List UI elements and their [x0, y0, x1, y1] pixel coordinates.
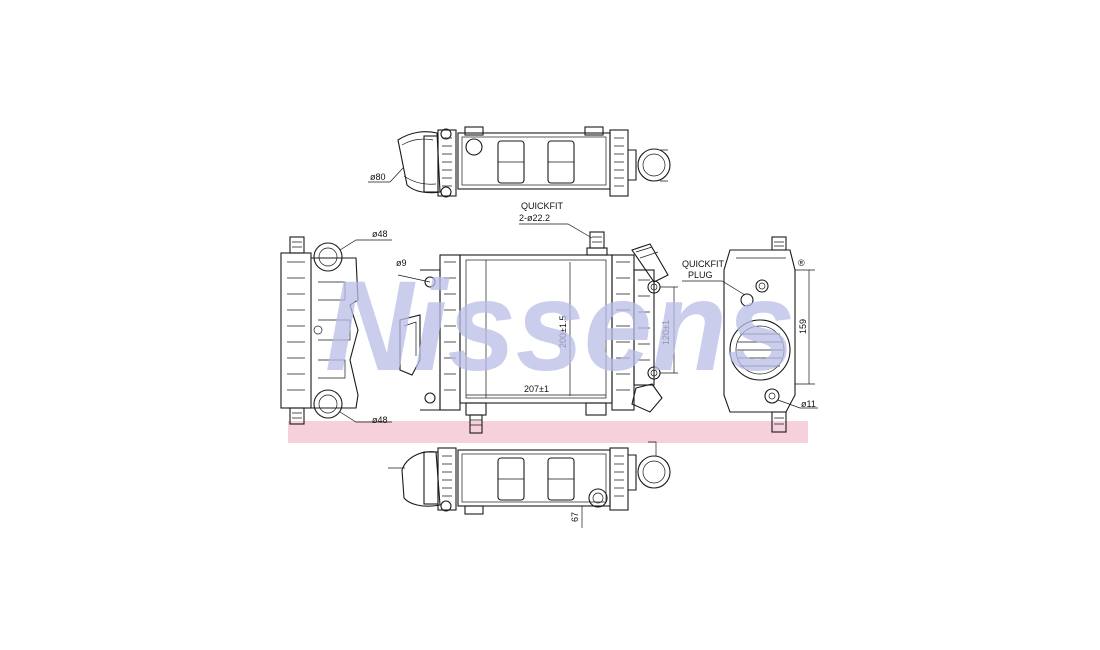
left-top-port-label: ø48: [372, 229, 388, 239]
bracket-hole-label: ø9: [396, 258, 407, 268]
front-view: ø9 120±1 200±1.5: [396, 201, 678, 434]
left-end-view: ø48 ø48: [280, 229, 392, 425]
plug-title-label: QUICKFIT: [682, 259, 725, 269]
core-width-label: 207±1: [524, 384, 549, 394]
watermark-band: [288, 421, 808, 443]
brand-watermark: Nissens: [325, 255, 795, 398]
trademark-symbol: ®: [798, 258, 805, 268]
inlet-diameter-label: ø80: [370, 172, 386, 182]
core-height-label: 200±1.5: [558, 316, 568, 348]
top-view: ø80: [368, 126, 671, 198]
port-spacing-label: 120±1: [661, 320, 671, 345]
right-end-view: QUICKFIT PLUG 159 ø11: [682, 236, 818, 433]
side-height-label: 159: [798, 319, 808, 334]
quickfit-title-label: QUICKFIT: [521, 201, 564, 211]
left-bottom-port-label: ø48: [372, 415, 388, 425]
side-hole-label: ø11: [801, 399, 816, 409]
quickfit-spec-label: 2-ø22.2: [519, 213, 550, 223]
bottom-depth-label: 67: [570, 512, 580, 522]
bottom-view: 67: [388, 441, 671, 528]
plug-subtitle-label: PLUG: [688, 270, 713, 280]
